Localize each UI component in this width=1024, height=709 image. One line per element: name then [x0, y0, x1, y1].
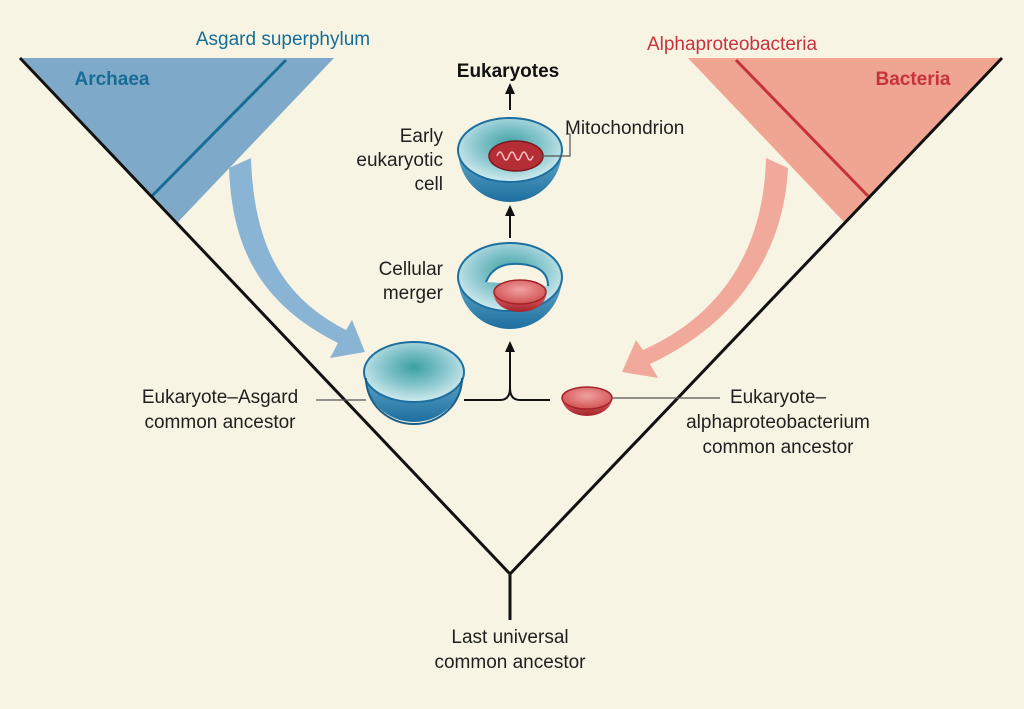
- eukaryotes-label: Eukaryotes: [457, 61, 559, 82]
- early-cell-label-2: eukaryotic: [356, 150, 443, 171]
- merger-arrowhead: [505, 341, 515, 352]
- alpha-ancestor-cell: [561, 386, 613, 416]
- early-eukaryotic-cell: [457, 117, 563, 202]
- asgard-ancestor-cell: [363, 341, 465, 425]
- merger-label-2: merger: [383, 283, 444, 304]
- merger-cell: [457, 242, 563, 329]
- early-cell-label-1: Early: [400, 126, 444, 147]
- mitochondrion-leader: [540, 133, 571, 157]
- alphaproteobacteria-label: Alphaproteobacteria: [647, 34, 817, 55]
- bacteria-wedge: [688, 58, 1002, 222]
- early-cell-label-3: cell: [414, 174, 443, 195]
- mitochondrion-cristae: [496, 151, 534, 161]
- alpha-ancestor-label-3: common ancestor: [702, 437, 854, 458]
- alpha-ancestor-label-1: Eukaryote–: [730, 387, 827, 408]
- luca-label-2: common ancestor: [434, 652, 586, 673]
- mitochondrion-label: Mitochondrion: [565, 118, 684, 139]
- archaea-label: Archaea: [75, 69, 150, 90]
- luca-label-1: Last universal: [451, 627, 568, 648]
- archaea-wedge: [22, 58, 334, 222]
- alphaproteobacteria-divider: [734, 58, 870, 198]
- alpha-arrow: [622, 158, 788, 378]
- asgard-ancestor-label-1: Eukaryote–Asgard: [142, 387, 298, 408]
- asgard-superphylum-label: Asgard superphylum: [196, 29, 370, 50]
- stage-arrowhead-2: [505, 83, 515, 94]
- alpha-ancestor-label-2: alphaproteobacterium: [686, 412, 870, 433]
- bacteria-label: Bacteria: [876, 69, 951, 90]
- merger-connector: [464, 350, 550, 401]
- tree-left-branch: [18, 56, 512, 576]
- stage-arrowhead-1: [505, 205, 515, 216]
- tree-right-branch: [508, 56, 1004, 576]
- merger-label-1: Cellular: [379, 259, 444, 280]
- asgard-divider: [150, 58, 288, 198]
- asgard-ancestor-label-2: common ancestor: [144, 412, 296, 433]
- asgard-arrow: [229, 158, 365, 358]
